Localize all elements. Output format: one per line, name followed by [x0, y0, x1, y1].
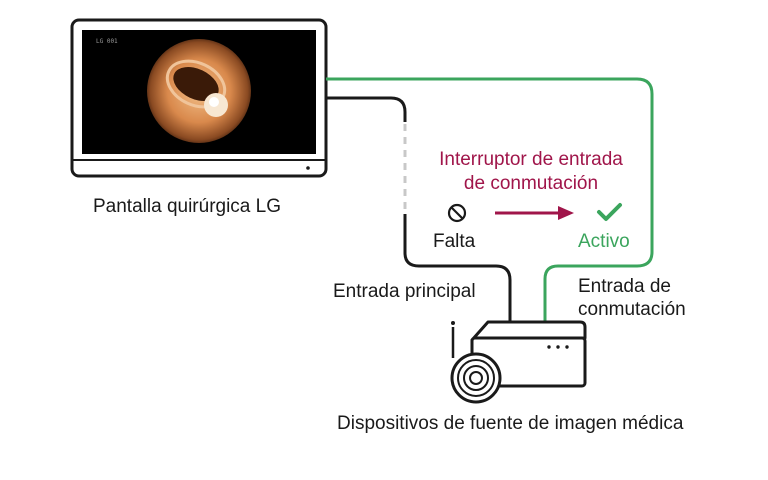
switch-title-line2: de conmutación: [463, 172, 599, 194]
switching-input-label: Entrada de conmutación: [578, 276, 686, 322]
medical-image-source-device-icon: [450, 320, 587, 404]
switch-title-line1: Interruptor de entrada: [439, 149, 623, 170]
switching-input-label-line1: Entrada de: [578, 276, 671, 297]
screen-overlay-text: LG 001: [96, 38, 118, 45]
switching-input-cable: [326, 77, 654, 322]
main-input-cable-bottom: [403, 214, 512, 322]
active-label: Activo: [578, 231, 630, 252]
missing-label: Falta: [433, 231, 476, 252]
main-input-cable-top: [326, 96, 407, 122]
check-icon: [597, 203, 622, 221]
source-device-label: Dispositivos de fuente de imagen médica: [337, 413, 684, 434]
prohibited-icon: [447, 203, 467, 223]
main-input-label: Entrada principal: [333, 281, 476, 302]
endoscopy-image: [147, 39, 251, 143]
monitor-label: Pantalla quirúrgica LG: [93, 196, 281, 217]
switch-title: Interruptor de entrada de conmutación: [418, 148, 644, 196]
surgical-monitor-icon: [70, 18, 328, 178]
switching-input-label-line2: conmutación: [578, 298, 686, 320]
arrow-right-icon: [495, 206, 574, 220]
